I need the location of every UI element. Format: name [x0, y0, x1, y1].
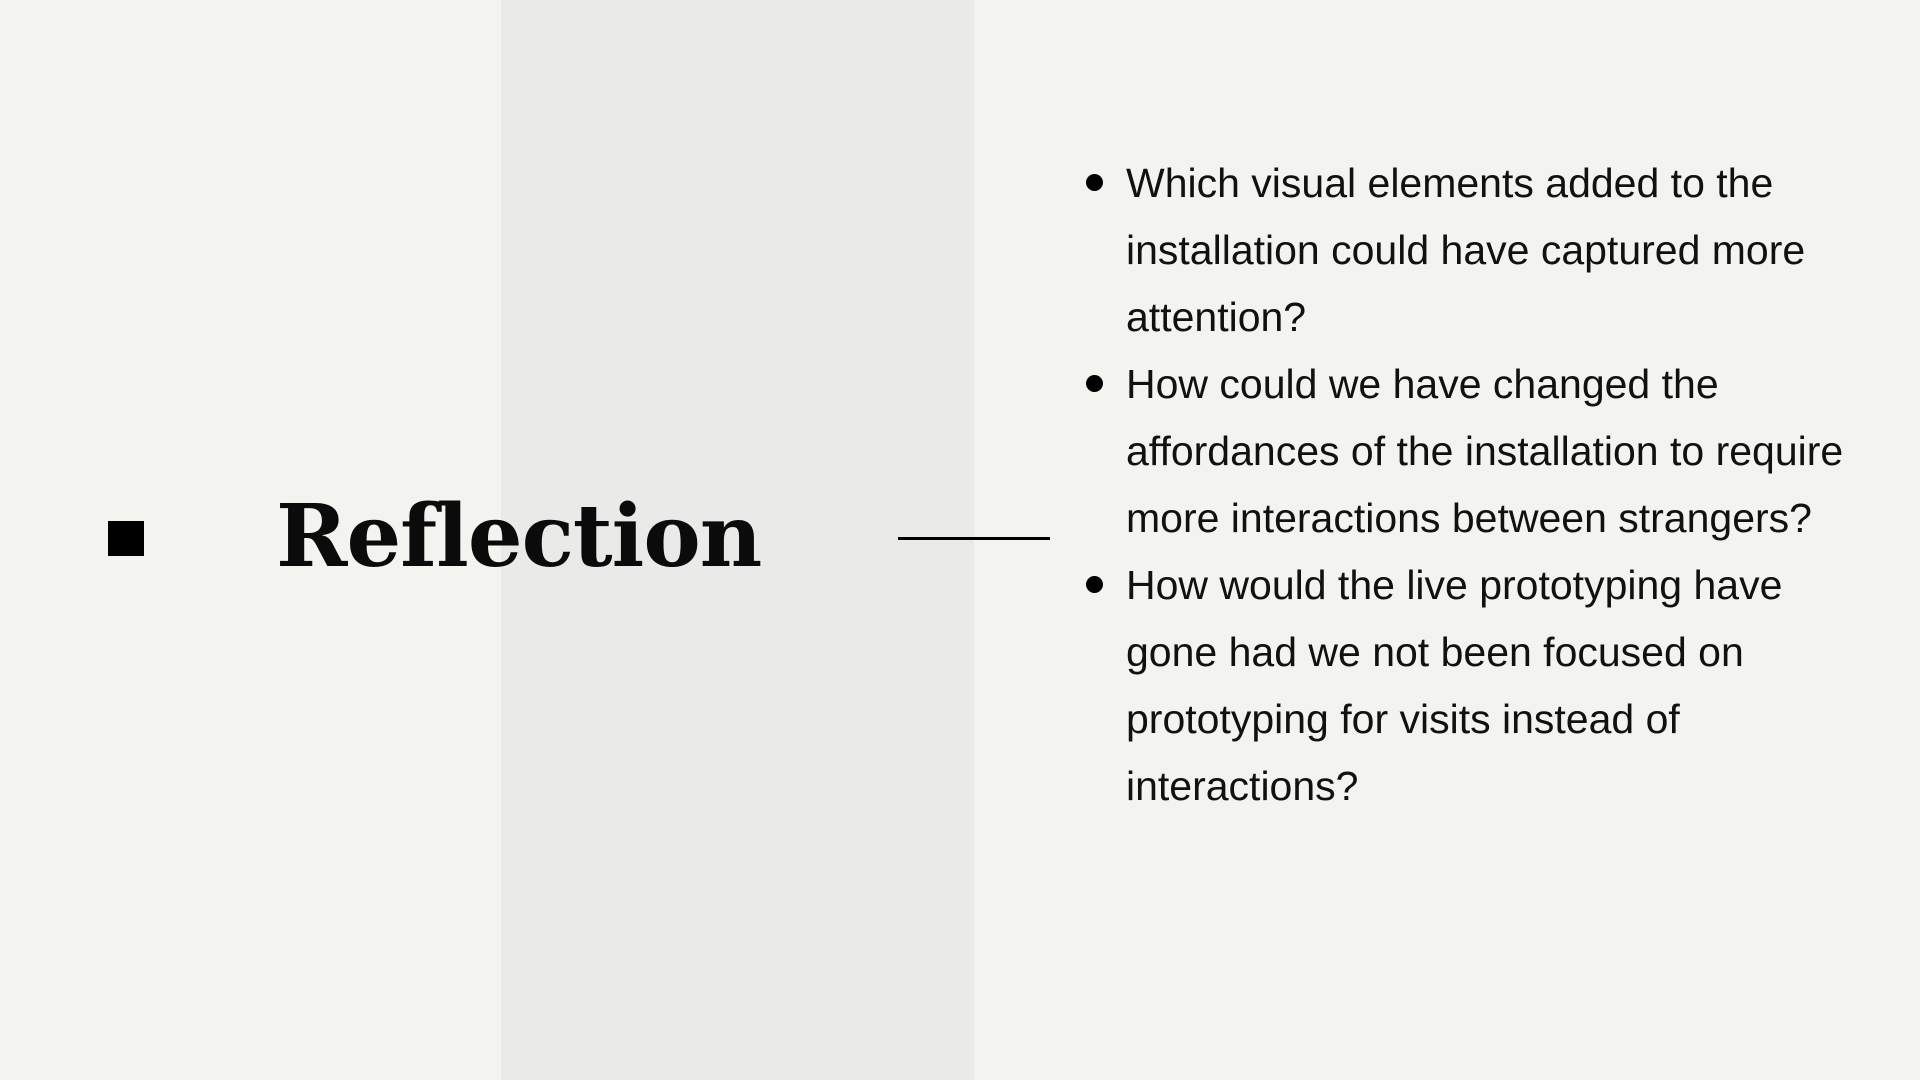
- bullet-text: Which visual elements added to the insta…: [1126, 160, 1806, 340]
- bullet-text: How would the live prototyping have gone…: [1126, 562, 1783, 809]
- bullet-dot-icon: [1086, 375, 1103, 392]
- center-band: [501, 0, 974, 1080]
- square-marker-icon: [108, 521, 144, 556]
- bullet-dot-icon: [1086, 174, 1103, 191]
- bullet-list: Which visual elements added to the insta…: [1086, 150, 1846, 820]
- list-item: How would the live prototyping have gone…: [1086, 552, 1846, 820]
- list-item: Which visual elements added to the insta…: [1086, 150, 1846, 351]
- bullet-dot-icon: [1086, 576, 1103, 593]
- list-item: How could we have changed the affordance…: [1086, 351, 1846, 552]
- slide-title: Reflection: [276, 486, 762, 587]
- divider-line: [898, 537, 1050, 540]
- bullet-text: How could we have changed the affordance…: [1126, 361, 1844, 541]
